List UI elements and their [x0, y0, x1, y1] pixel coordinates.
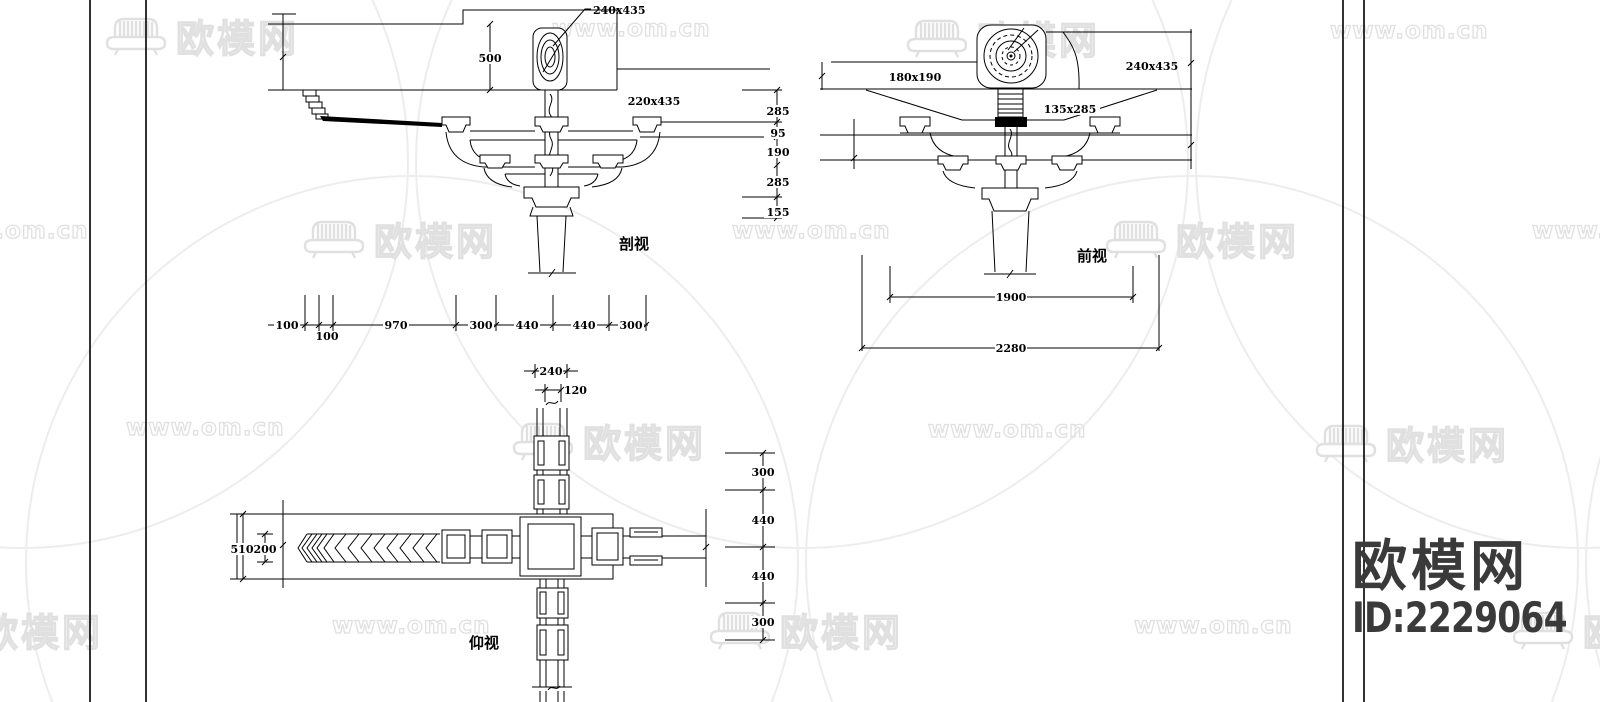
dim-label-2280: 2280	[996, 342, 1027, 355]
dim-label-purlin: 240x435	[593, 4, 645, 17]
dim-label-beam: 240x435	[1126, 60, 1178, 73]
watermark: 欧模网	[511, 413, 706, 468]
view-title-section: 剖视	[619, 235, 649, 253]
watermark: www.om.cn	[125, 414, 285, 441]
watermark-site: www.om.cn	[1329, 17, 1489, 44]
dim-label: 285	[767, 105, 790, 118]
site-brand: 欧模网	[1352, 534, 1530, 598]
watermark: www.om.cn	[551, 15, 711, 42]
dim-label-1900: 1900	[996, 291, 1027, 304]
watermark-site: www.om.cn	[927, 416, 1087, 443]
watermark-brand: 欧模网	[1175, 219, 1300, 264]
watermark-brand: 欧模网	[1385, 423, 1510, 468]
dim-label-fang: 180x190	[889, 71, 942, 84]
dim-label: 300	[752, 616, 775, 629]
watermark-site: www.om.cn	[125, 414, 285, 441]
watermark: www.om.cn	[331, 612, 491, 639]
watermark-brand: 欧模网	[1582, 602, 1600, 657]
dim-label: 970	[385, 319, 408, 332]
dim-label-240: 240	[540, 365, 563, 378]
watermark-site: www.om.cn	[1531, 217, 1600, 244]
dim-label: 300	[752, 466, 775, 479]
front-view: 180x190 240x435 135x285 1900 2280 前视	[818, 24, 1195, 355]
watermark: www.om.cn	[927, 416, 1087, 443]
dim-label-strut: 135x285	[1044, 103, 1096, 116]
dim-label: 300	[620, 319, 643, 332]
dim-label: 100	[276, 319, 299, 332]
dim-label: 100	[316, 330, 339, 343]
watermark-site: www.om.cn	[331, 612, 491, 639]
dim-label-200: 200	[254, 543, 277, 556]
dim-label: 95	[770, 127, 785, 140]
watermark: 欧模网	[1511, 602, 1600, 657]
site-id: ID:2229064	[1352, 592, 1568, 642]
watermark-site: www.om.cn	[551, 15, 711, 42]
watermark: 欧模网	[302, 211, 497, 266]
watermark-site: www.om.cn	[0, 217, 89, 244]
dim-label: 440	[516, 319, 539, 332]
dim-label: 440	[752, 570, 775, 583]
dim-label: 190	[767, 146, 790, 159]
watermark: 欧模网	[708, 602, 903, 657]
watermark: www.om.cn	[1133, 612, 1293, 639]
dim-label: 440	[752, 514, 775, 527]
watermark-brand: 欧模网	[779, 610, 904, 655]
watermark: 欧模网	[0, 602, 103, 657]
dim-label: 285	[767, 176, 790, 189]
watermark-site: www.om.cn	[1133, 612, 1293, 639]
watermark-brand: 欧模网	[582, 421, 707, 466]
view-title-front: 前视	[1077, 247, 1107, 265]
watermark-brand: 欧模网	[0, 610, 104, 655]
watermark: www.om.cn	[1531, 217, 1600, 244]
bottom-view: 240 120 510 200 300 440	[230, 364, 776, 702]
dim-label: 155	[767, 206, 790, 219]
sheet-border-lines	[89, 0, 1365, 702]
dim-label-500: 500	[479, 52, 502, 65]
dim-label-510: 510	[231, 543, 254, 556]
site-id-block: 欧模网 ID:2229064	[1352, 536, 1600, 639]
watermark-site: www.om.cn	[731, 217, 891, 244]
dim-label-beam: 220x435	[628, 95, 680, 108]
watermark: 欧模网	[1314, 415, 1509, 470]
view-title-bottom: 仰视	[469, 634, 499, 652]
watermark: 欧模网	[1104, 211, 1299, 266]
watermark: www.om.cn	[0, 217, 89, 244]
watermark: www.om.cn	[731, 217, 891, 244]
watermark-brand: 欧模网	[373, 219, 498, 264]
dim-label: 440	[573, 319, 596, 332]
dim-label-120: 120	[564, 384, 587, 397]
watermark: www.om.cn	[1329, 17, 1489, 44]
section-view: 500 240x435 220x435 285 95 190 285 155 1…	[268, 4, 791, 343]
dim-label: 300	[470, 319, 493, 332]
